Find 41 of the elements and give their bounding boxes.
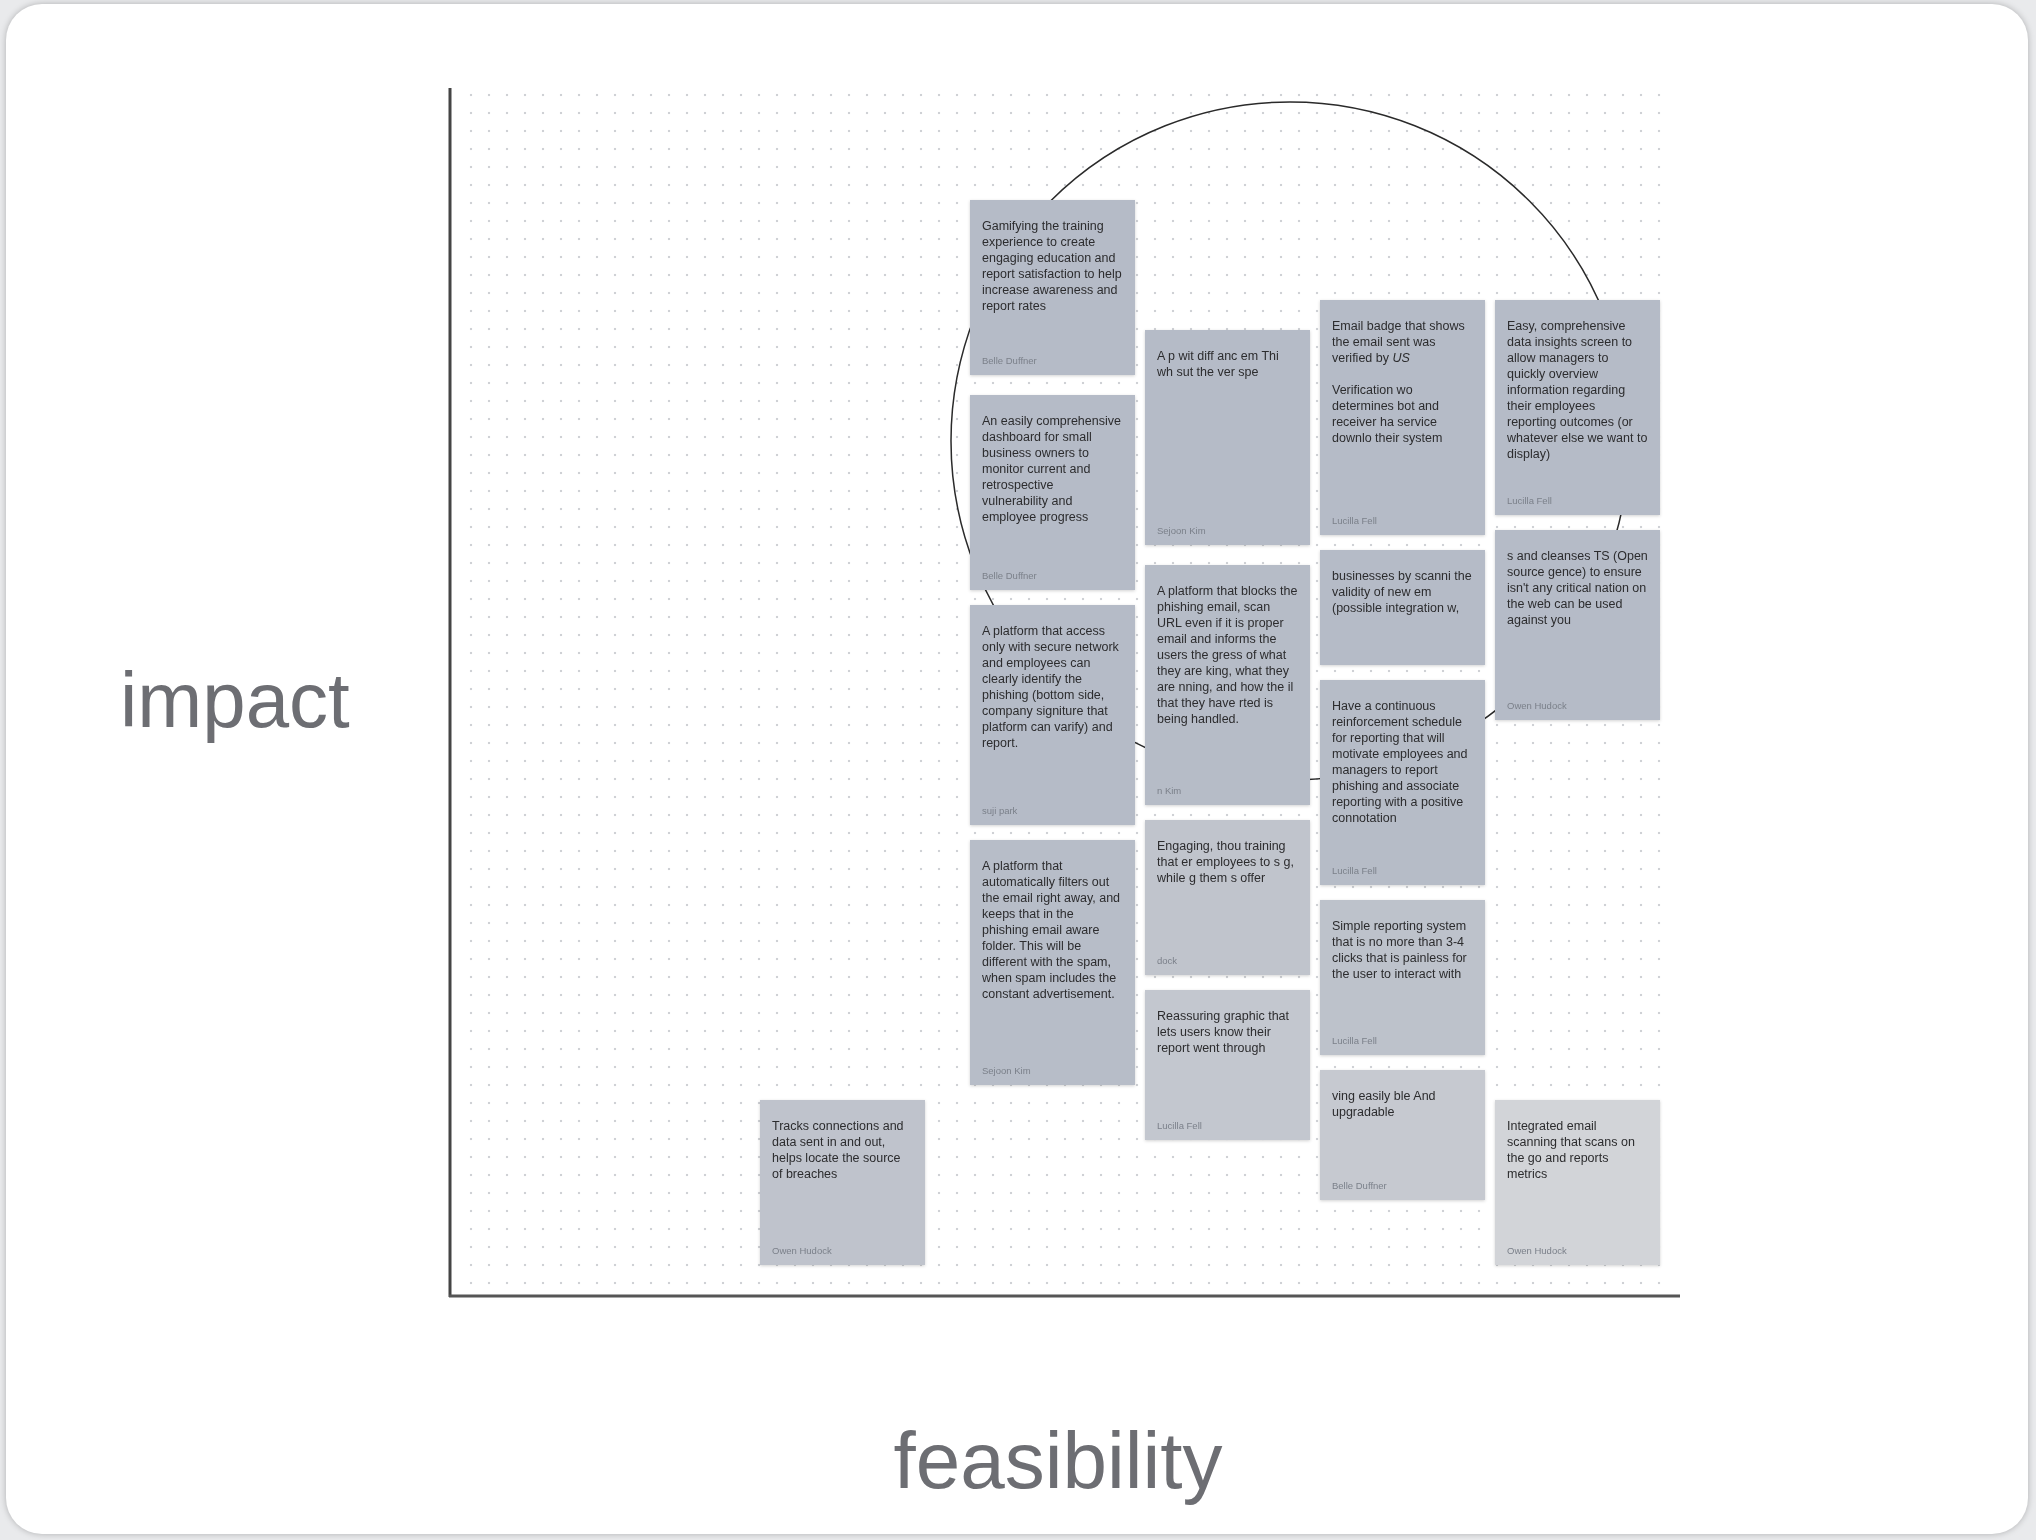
note-author: Belle Duffner xyxy=(1332,1180,1387,1191)
note-text: Tracks connections and data sent in and out, helps locate the source of breaches xyxy=(772,1118,905,1182)
note-author: Lucilla Fell xyxy=(1332,1035,1377,1046)
note-text: Engaging, thou training that er employees to s g, while g them s offer xyxy=(1157,838,1295,886)
sticky-note xyxy=(970,840,1135,1085)
note-text: Easy, comprehensive data insights screen to allow managers to quickly overview information regarding their employees reporting outcomes (or whatever else we want to display) xyxy=(1507,318,1648,462)
note-text: ving easily ble And upgradable xyxy=(1332,1088,1437,1120)
note-text: businesses by scanni the validity of new em (possible integration w, xyxy=(1332,568,1473,616)
note-text: Verification wo determines bot and receiver ha service downlo their system xyxy=(1332,382,1444,446)
note-text: s and cleanses TS (Open source gence) to ensure isn't any critical nation on the web can be used against you xyxy=(1507,548,1648,628)
sticky-note xyxy=(1145,565,1310,805)
sticky-note xyxy=(1495,530,1660,720)
sticky-note xyxy=(1145,820,1310,975)
sticky-note xyxy=(970,395,1135,590)
sticky-note xyxy=(1145,330,1310,545)
sticky-note xyxy=(1320,900,1485,1055)
note-text: Simple reporting system that is no more than 3-4 clicks that is painless for the user to interact with xyxy=(1332,918,1468,982)
sticky-note xyxy=(970,605,1135,825)
note-text: Reassuring graphic that lets users know their report went through xyxy=(1157,1008,1291,1056)
note-text: Gamifying the training experience to create engaging education and report satisfaction to help increase awareness and report rates xyxy=(982,218,1123,314)
note-text: An easily comprehensive dashboard for small business owners to monitor current and retrospective vulnerability and employee progress xyxy=(982,413,1122,525)
note-text: Email badge that shows the email sent was verified by US xyxy=(1332,318,1466,366)
note-text: A p wit diff anc em Thi wh sut the ver spe xyxy=(1157,348,1280,380)
note-author: Owen Hudock xyxy=(772,1245,832,1256)
note-author: dock xyxy=(1157,955,1178,966)
note-text: Integrated email scanning that scans on the go and reports metrics xyxy=(1507,1118,1636,1182)
sticky-note xyxy=(1320,680,1485,885)
sticky-note xyxy=(1495,1100,1660,1265)
sticky-note xyxy=(1320,550,1485,665)
sticky-note xyxy=(1495,300,1660,515)
note-author: Owen Hudock xyxy=(1507,1245,1567,1256)
sticky-note xyxy=(1320,300,1485,535)
note-text: A platform that blocks the phishing email, scan URL even if it is proper email and informs the users the gress of what they are king, what they are nning, and how the il that they have rted is being handled. xyxy=(1157,583,1298,727)
sticky-note xyxy=(970,200,1135,375)
note-text: Have a continuous reinforcement schedule for reporting that will motivate employees and managers to report phishing and associate reporting with a positive connotation xyxy=(1332,698,1469,826)
note-text: A platform that access only with secure network and employees can clearly identify the phishing (bottom side, company signiture that platform can varify) and report. xyxy=(982,623,1120,751)
note-author: Lucilla Fell xyxy=(1157,1120,1202,1131)
note-text: A platform that automatically filters out the email right away, and keeps that in the phishing email aware folder. This will be different with the spam, when spam includes the constant advertisement. xyxy=(982,858,1122,1002)
sticky-note xyxy=(1320,1070,1485,1200)
sticky-note xyxy=(760,1100,925,1265)
sticky-note xyxy=(1145,990,1310,1140)
